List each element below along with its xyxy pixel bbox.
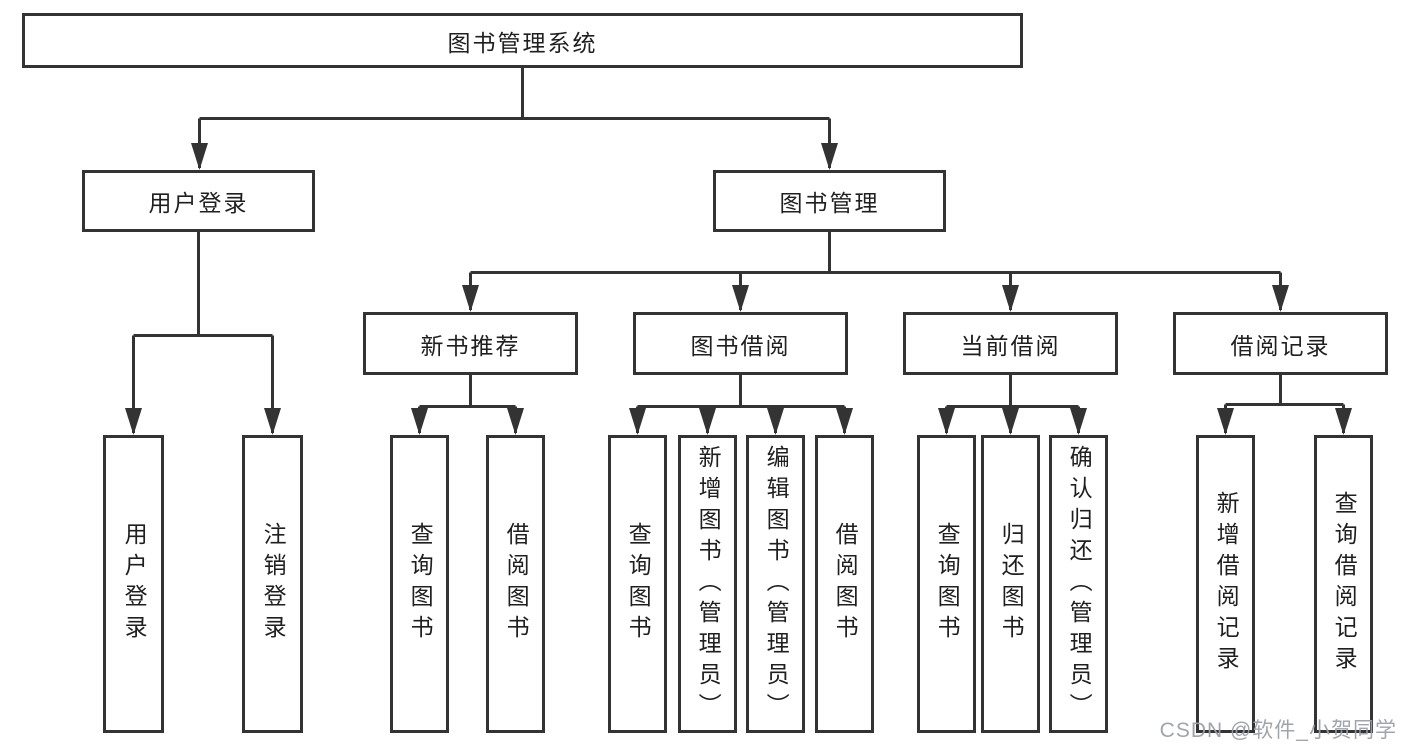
leaf-query-borrow-record: 查询借阅记录 bbox=[1314, 435, 1373, 733]
connector-bookmgmt-to-level3 bbox=[469, 231, 1282, 310]
leaf-query-books-1-label: 查询图书 bbox=[407, 522, 434, 646]
leaf-edit-books-admin: 编辑图书（管理员） bbox=[746, 435, 805, 733]
leaf-add-borrow-record: 新增借阅记录 bbox=[1196, 435, 1255, 733]
node-current-borrowing: 当前借阅 bbox=[903, 312, 1118, 375]
leaf-query-books-3: 查询图书 bbox=[917, 435, 976, 733]
arrowhead bbox=[411, 408, 428, 435]
node-book-borrowing-label: 图书借阅 bbox=[690, 332, 791, 359]
node-root-label: 图书管理系统 bbox=[447, 29, 598, 56]
leaf-confirm-return-admin: 确认归还（管理员） bbox=[1049, 435, 1108, 733]
arrowhead bbox=[1272, 285, 1289, 312]
leaf-return-books-label: 归还图书 bbox=[998, 522, 1025, 646]
leaf-borrow-books-2: 借阅图书 bbox=[815, 435, 874, 733]
arrowhead bbox=[821, 143, 838, 170]
arrowhead bbox=[629, 408, 646, 435]
node-user-login-label: 用户登录 bbox=[148, 190, 249, 216]
arrowhead bbox=[699, 408, 716, 435]
leaf-borrow-books-1-label: 借阅图书 bbox=[503, 522, 530, 646]
node-book-management: 图书管理 bbox=[713, 170, 946, 232]
leaf-query-books-3-label: 查询图书 bbox=[934, 522, 961, 646]
node-new-book-recommend-label: 新书推荐 bbox=[420, 332, 521, 359]
connector-newbooks-to-leaves bbox=[418, 374, 517, 433]
leaf-add-books-admin: 新增图书（管理员） bbox=[678, 435, 737, 733]
leaf-logout-label: 注销登录 bbox=[260, 522, 287, 646]
connector-root-to-level2 bbox=[198, 66, 831, 168]
leaf-user-login: 用户登录 bbox=[103, 435, 164, 733]
arrowhead bbox=[125, 408, 142, 435]
leaf-query-books-2: 查询图书 bbox=[608, 435, 667, 733]
arrowhead bbox=[1002, 408, 1019, 435]
leaf-borrow-books-1: 借阅图书 bbox=[486, 435, 545, 733]
arrowhead bbox=[191, 143, 208, 170]
arrowhead bbox=[767, 408, 784, 435]
node-new-book-recommend: 新书推荐 bbox=[363, 312, 578, 375]
connector-bookborrow-to-leaves bbox=[636, 374, 846, 433]
arrowhead bbox=[462, 285, 479, 312]
arrowhead bbox=[836, 408, 853, 435]
leaf-query-borrow-record-label: 查询借阅记录 bbox=[1331, 491, 1358, 677]
leaf-edit-books-admin-label: 编辑图书（管理员） bbox=[763, 444, 790, 724]
arrowhead bbox=[507, 408, 524, 435]
node-book-management-label: 图书管理 bbox=[779, 190, 880, 216]
node-root: 图书管理系统 bbox=[22, 13, 1023, 68]
leaf-borrow-books-2-label: 借阅图书 bbox=[832, 522, 859, 646]
arrowheads bbox=[125, 143, 1352, 435]
arrowhead bbox=[1070, 408, 1087, 435]
arrowhead bbox=[1217, 408, 1234, 435]
arrowhead bbox=[1335, 408, 1352, 435]
arrowhead bbox=[1002, 285, 1019, 312]
arrowhead bbox=[938, 408, 955, 435]
watermark: CSDN @软件_小贺同学 bbox=[1159, 719, 1397, 742]
arrowhead bbox=[732, 285, 749, 312]
node-borrow-records-label: 借阅记录 bbox=[1230, 332, 1331, 359]
leaf-query-books-2-label: 查询图书 bbox=[625, 522, 652, 646]
arrowhead bbox=[264, 408, 281, 435]
node-user-login: 用户登录 bbox=[82, 170, 315, 232]
leaf-return-books: 归还图书 bbox=[981, 435, 1040, 733]
node-borrow-records: 借阅记录 bbox=[1173, 312, 1388, 375]
node-book-borrowing: 图书借阅 bbox=[633, 312, 848, 375]
leaf-logout: 注销登录 bbox=[242, 435, 303, 733]
connector-userlogin-to-leaves bbox=[132, 231, 274, 433]
leaf-user-login-label: 用户登录 bbox=[121, 522, 148, 646]
leaf-add-books-admin-label: 新增图书（管理员） bbox=[695, 444, 722, 724]
node-current-borrowing-label: 当前借阅 bbox=[960, 332, 1061, 359]
leaf-add-borrow-record-label: 新增借阅记录 bbox=[1213, 491, 1240, 677]
leaf-query-books-1: 查询图书 bbox=[390, 435, 449, 733]
leaf-confirm-return-admin-label: 确认归还（管理员） bbox=[1066, 444, 1093, 724]
connector-records-to-leaves bbox=[1224, 374, 1345, 433]
